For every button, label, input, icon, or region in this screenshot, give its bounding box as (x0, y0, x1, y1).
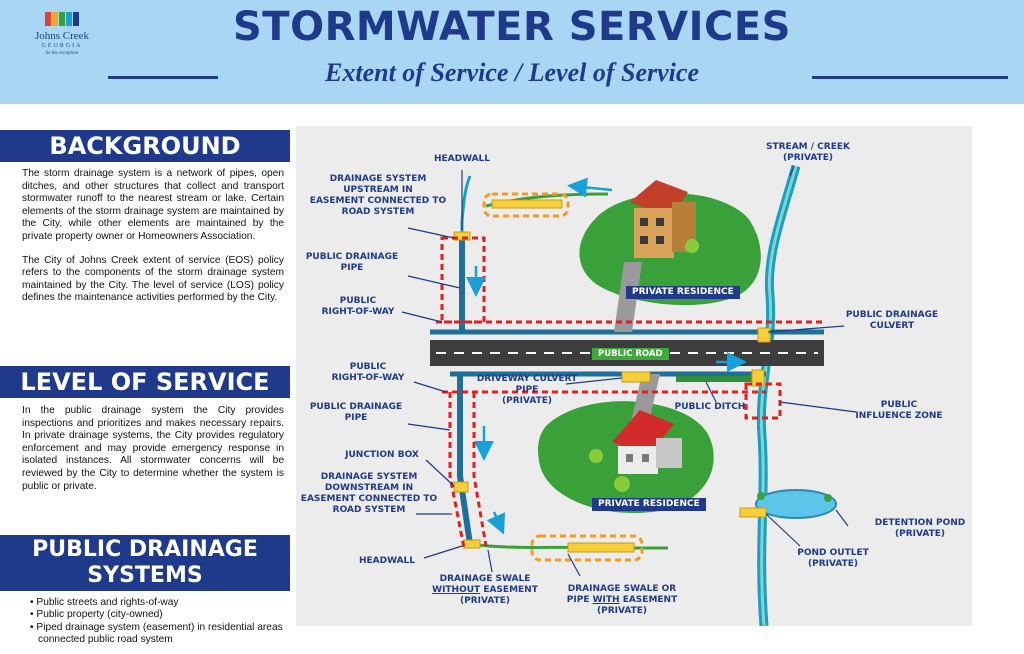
label-detention-pond: DETENTION POND (PRIVATE) (874, 518, 966, 539)
logo-state: GEORGIA (41, 43, 83, 49)
driveway-culvert (621, 371, 651, 383)
diagram-illustration (296, 126, 972, 626)
public-drainage-heading-line: SYSTEMS (87, 563, 203, 588)
page-subtitle: Extent of Service / Level of Service (325, 58, 699, 87)
header-banner: Johns Creek GEORGIA be the exception STO… (0, 0, 1024, 104)
level-of-service-heading: LEVEL OF SERVICE (0, 366, 290, 398)
label-public-drainage-culvert: PUBLIC DRAINAGE CULVERT (845, 310, 939, 331)
detention-pond (755, 489, 837, 519)
headwall-bottom (463, 539, 481, 549)
private-swale-zone-top (482, 192, 570, 218)
private-swale-zone-bottom (530, 534, 644, 562)
road-culvert (757, 327, 771, 343)
headwall-top (453, 231, 471, 241)
label-right-of-way-bottom: PUBLIC RIGHT-OF-WAY (331, 362, 405, 383)
label-driveway-culvert: DRIVEWAY CULVERT PIPE (PRIVATE) (476, 374, 578, 406)
label-public-ditch: PUBLIC DITCH (674, 402, 746, 412)
background-text: The storm drainage system is a network o… (22, 168, 284, 316)
logo-name: Johns Creek (34, 30, 90, 42)
label-downstream-system: DRAINAGE SYSTEM DOWNSTREAM IN EASEMENT C… (300, 472, 438, 515)
label-public-influence-zone: PUBLIC INFLUENCE ZONE (855, 400, 943, 421)
level-of-service-paragraph: In the public drainage system the City p… (22, 405, 284, 492)
label-pond-outlet: POND OUTLET (PRIVATE) (797, 548, 869, 569)
private-residence-tag: PRIVATE RESIDENCE (626, 286, 740, 299)
public-influence-zone (744, 382, 782, 420)
public-zone-downstream (448, 392, 488, 549)
label-headwall-top: HEADWALL (433, 154, 491, 164)
label-swale-without-easement: DRAINAGE SWALE WITHOUT EASEMENT (PRIVATE… (432, 574, 538, 606)
label-public-drainage-pipe-bottom: PUBLIC DRAINAGE PIPE (309, 402, 403, 423)
background-heading: BACKGROUND (0, 130, 290, 162)
title-rule-left (108, 76, 218, 79)
label-junction-box: JUNCTION BOX (345, 450, 419, 460)
drainage-diagram: HEADWALL DRAINAGE SYSTEM UPSTREAM IN EAS… (296, 126, 972, 626)
list-item: Public property (city-owned) (30, 609, 288, 621)
label-headwall-bottom: HEADWALL (358, 556, 416, 566)
public-drainage-heading: PUBLIC DRAINAGE SYSTEMS (0, 535, 290, 591)
johns-creek-logo[interactable]: Johns Creek GEORGIA be the exception (22, 12, 102, 70)
list-item: Piped drainage system (easement) in resi… (30, 622, 288, 647)
junction-box (453, 481, 469, 493)
flag-icon (22, 12, 102, 28)
public-road-tag: PUBLIC ROAD (592, 348, 669, 360)
list-item: Public streets and rights-of-way (30, 597, 288, 609)
public-drainage-heading-line: PUBLIC DRAINAGE (32, 537, 258, 562)
public-ditch (676, 376, 762, 382)
page-title: STORMWATER SERVICES (233, 4, 791, 50)
label-stream-creek: STREAM / CREEK (PRIVATE) (766, 142, 850, 163)
private-residence-tag: PRIVATE RESIDENCE (592, 498, 706, 511)
label-right-of-way-top: PUBLIC RIGHT-OF-WAY (321, 296, 395, 317)
background-paragraph: The City of Johns Creek extent of servic… (22, 254, 284, 304)
public-drainage-list: Public streets and rights-of-way Public … (30, 597, 288, 647)
label-upstream-system: DRAINAGE SYSTEM UPSTREAM IN EASEMENT CON… (309, 174, 447, 217)
title-rule-right (812, 76, 1008, 79)
house-bottom (612, 410, 682, 474)
background-paragraph: The storm drainage system is a network o… (22, 168, 284, 242)
drainage-pipe-downstream (457, 374, 473, 545)
label-public-drainage-pipe-top: PUBLIC DRAINAGE PIPE (305, 252, 399, 273)
logo-tagline: be the exception (45, 51, 79, 56)
label-swale-with-easement: DRAINAGE SWALE OR PIPE WITH EASEMENT (PR… (566, 584, 678, 616)
level-of-service-text: In the public drainage system the City p… (22, 405, 284, 504)
